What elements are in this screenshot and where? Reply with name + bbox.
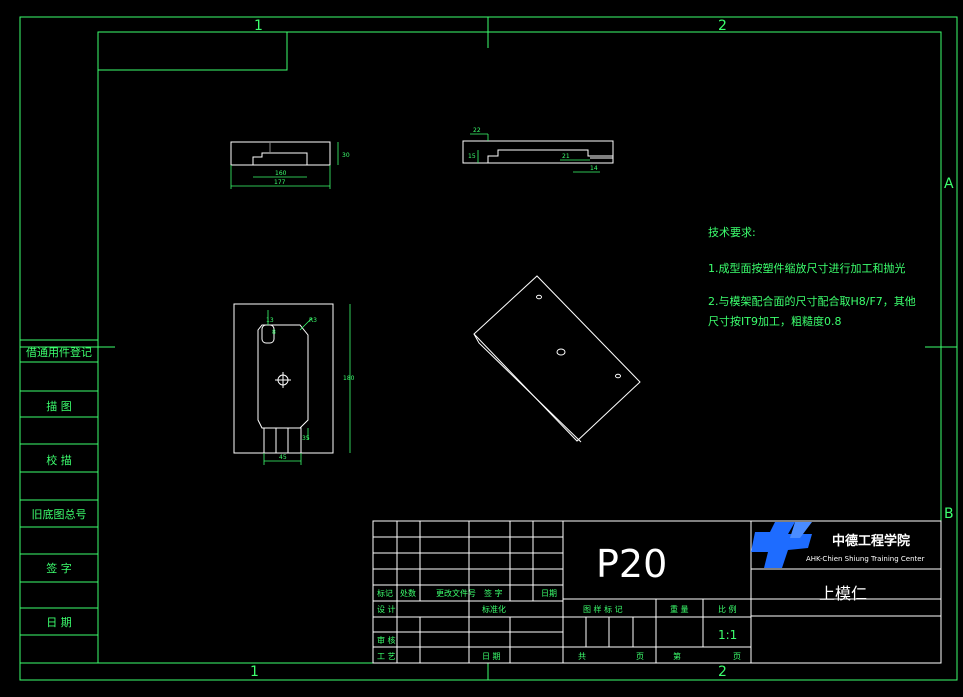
sheet-total: 共 [578, 652, 586, 661]
zone-top-1: 1 [254, 18, 263, 34]
dim-front-1: 22 [473, 127, 481, 134]
row-design: 设 计 [377, 604, 396, 614]
dim-top-3: 177 [274, 179, 286, 186]
row-check: 审 核 [377, 635, 396, 645]
zone-bottom-1: 1 [250, 664, 259, 680]
sheet-current: 第 [673, 651, 681, 661]
side-label-date: 日 期 [46, 616, 72, 629]
side-label-reg: 借通用件登记 [26, 345, 92, 359]
scale-value: 1:1 [718, 628, 737, 642]
row-process: 工 艺 [377, 652, 396, 661]
dim-front-4: 14 [590, 165, 598, 172]
zone-right-a: A [944, 176, 954, 192]
top-left-box [98, 32, 288, 71]
note-1: 1.成型面按塑件缩放尺寸进行加工和抛光 [708, 261, 906, 275]
dim-top-2: 30 [342, 152, 350, 159]
title-block-frame [372, 520, 942, 664]
dim-front-3: 21 [562, 153, 570, 160]
hdr-file: 更改文件号 [436, 588, 476, 598]
dim-plan-4: 180 [343, 375, 355, 382]
zone-top-2: 2 [718, 18, 727, 34]
part-geometry [230, 140, 641, 454]
side-label-oldno: 旧底图总号 [32, 507, 87, 521]
side-table-frame [19, 339, 99, 664]
top-view [230, 141, 331, 166]
stage-scale: 比 例 [718, 604, 737, 614]
front-view [462, 140, 614, 164]
dim-plan-1: 13 [266, 317, 274, 324]
notes-title: 技术要求: [708, 226, 756, 239]
part-code: P20 [596, 542, 667, 586]
stage-weight: 重 量 [670, 604, 689, 614]
row-standard: 标准化 [482, 604, 506, 614]
part-name: 上模仁 [819, 584, 867, 603]
title-block-text: 标记 处数 更改文件号 签 字 日期 设 计 标准化 审 核 工 艺 日 期 图… [377, 588, 741, 661]
side-label-check: 校 描 [46, 453, 72, 467]
dim-plan-6: 45 [279, 454, 287, 461]
title-block [372, 520, 942, 664]
sheet-total-unit: 页 [636, 652, 644, 661]
dimension-lines [230, 133, 600, 465]
technical-notes: 技术要求: 1.成型面按塑件缩放尺寸进行加工和抛光 2.与模架配合面的尺寸配合取… [708, 226, 916, 328]
side-table-labels: 借通用件登记 描 图 校 描 旧底图总号 签 字 日 期 [26, 345, 92, 629]
dim-plan-3: R3 [309, 317, 317, 324]
hdr-date: 日期 [541, 589, 557, 598]
side-label-trace: 描 图 [46, 399, 72, 413]
note-3: 尺寸按IT9加工，粗糙度0.8 [708, 314, 841, 328]
logo-mark [751, 522, 812, 568]
side-label-sign: 签 字 [46, 561, 72, 575]
hdr-sign: 签 字 [484, 588, 503, 598]
dim-top-1: 160 [275, 170, 287, 177]
hdr-count: 处数 [400, 588, 416, 598]
dimension-text: 160 30 177 22 15 21 14 13 8 R3 180 35 45 [266, 127, 598, 461]
zone-bottom-2: 2 [718, 664, 727, 680]
note-2: 2.与模架配合面的尺寸配合取H8/F7，其他 [708, 294, 916, 308]
stage-mark: 图 样 标 记 [583, 604, 623, 614]
isometric-view [473, 275, 641, 443]
hdr-mark: 标记 [377, 588, 393, 598]
dim-front-2: 15 [468, 153, 476, 160]
company-subtitle: AHK-Chien Shiung Training Center [806, 555, 925, 563]
company-name: 中德工程学院 [832, 533, 910, 549]
sheet-current-unit: 页 [733, 652, 741, 661]
dim-plan-2: 8 [272, 329, 276, 336]
zone-labels: 1 2 1 2 A B [250, 18, 954, 680]
dim-plan-5: 35 [302, 435, 310, 442]
company-logo: 中德工程学院 AHK-Chien Shiung Training Center [751, 522, 925, 568]
zone-right-b: B [944, 506, 954, 522]
row-process-date: 日 期 [482, 652, 501, 661]
